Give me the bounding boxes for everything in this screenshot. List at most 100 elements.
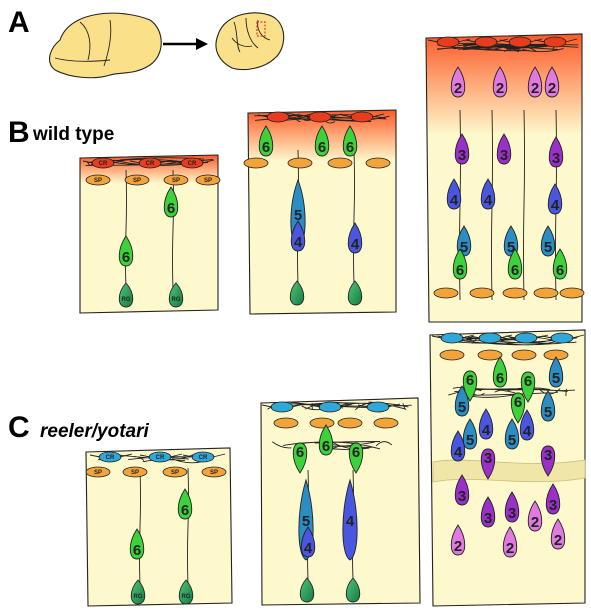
cajal-retzius-label: CR [199,455,208,461]
layer-label: 5 [466,432,474,449]
layer-label: 6 [181,502,189,519]
layer-label: 5 [544,404,552,421]
layer-label: 2 [454,538,462,555]
cajal-retzius-label: CR [146,161,155,167]
subplate-label: SP [131,470,139,476]
subplate-label: SP [204,178,212,184]
layer-label: 3 [544,447,552,464]
subplate-cell [440,350,464,360]
layer-label: 5 [508,432,516,449]
layer-label: 6 [167,200,175,217]
subplate-cell: SP [86,467,110,477]
subplate-cell [470,288,494,298]
layer-label: 2 [548,80,556,97]
subplate-cell [503,288,527,298]
slab-c2 [261,398,420,605]
layer-label: 2 [454,80,462,97]
radial-glia-label: RG [182,594,191,600]
whole-brain [50,13,162,78]
layer-label: 3 [484,510,492,527]
cajal-retzius-label: CR [156,455,165,461]
cajal-retzius-label: CR [99,161,108,167]
layer-label: 6 [133,542,141,559]
layer-label: 3 [508,505,516,522]
subplate-cell [328,158,352,168]
subplate-label: SP [133,178,141,184]
layer-label: 5 [458,399,466,416]
subplate-label: SP [94,470,102,476]
subplate-label: SP [171,470,179,476]
layer-label: 2 [496,80,504,97]
layer-label: 4 [551,197,560,214]
subplate-cell [434,288,458,298]
layer-label: 4 [482,422,491,439]
layer-label: 2 [554,532,562,549]
subplate-cell: SP [163,467,187,477]
radial-glia-label: RG [122,297,131,303]
subplate-cell [374,418,398,428]
layer-label: 6 [514,394,522,411]
panel-a-letter: A [8,6,30,39]
subplate-label: SP [94,178,102,184]
layer-label: 2 [531,80,539,97]
subplate-cell [534,288,558,298]
layer-label: 3 [458,488,466,505]
disrupted-band [433,460,585,482]
layer-label: 4 [454,444,463,461]
layer-label: 6 [296,444,304,461]
brain-section [216,13,284,70]
layer-label: 5 [544,239,552,256]
layer-label: 3 [552,150,560,167]
subplate-cell [338,418,362,428]
layer-label: 4 [351,236,360,253]
subplate-cell: SP [196,175,220,185]
layer-label: 2 [506,540,514,557]
subplate-cell [288,158,312,168]
subplate-cell [560,288,584,298]
layer-label: 6 [524,373,532,390]
subplate-cell [274,418,298,428]
layer-label: 4 [304,540,313,557]
panel-b-letter: B [8,116,30,149]
subplate-cell: SP [164,175,188,185]
layer-label: 2 [531,514,539,531]
subplate-cell [244,158,268,168]
layer-label: 4 [294,234,303,251]
layer-label: 6 [352,444,360,461]
layer-label: 3 [458,147,466,164]
subplate-cell: SP [123,467,147,477]
subplate-cell: SP [86,175,110,185]
layer-label: 4 [523,423,532,440]
layer-label: 6 [466,372,474,389]
layer-label: 6 [262,139,270,156]
radial-glia-label: RG [172,297,181,303]
subplate-cell [310,418,334,428]
layer-label: 4 [450,192,459,209]
layer-label: 3 [500,147,508,164]
layer-label: 4 [484,192,493,209]
subplate-cell [366,158,390,168]
radial-glia-label: RG [134,594,143,600]
layer-label: 6 [346,139,354,156]
layer-label: 6 [322,438,330,455]
layer-label: 5 [302,513,310,530]
subplate-cell: SP [202,467,226,477]
subplate-label: SP [210,470,218,476]
layer-label: 6 [318,139,326,156]
layer-label: 6 [496,370,504,387]
layer-label: 4 [346,513,355,530]
layer-label: 3 [484,450,492,467]
subplate-label: SP [172,178,180,184]
layer-label: 6 [556,262,564,279]
panel-c-title: reeler/yotari [40,421,150,442]
subplate-cell [478,350,502,360]
panel-b-title: wild type [32,124,114,145]
layer-label: 6 [456,262,464,279]
subplate-cell: SP [125,175,149,185]
subplate-cell [512,350,536,360]
layer-label: 5 [552,370,560,387]
arrow-icon [163,38,208,50]
layer-label: 6 [122,249,130,266]
cajal-retzius-label: CR [188,161,197,167]
